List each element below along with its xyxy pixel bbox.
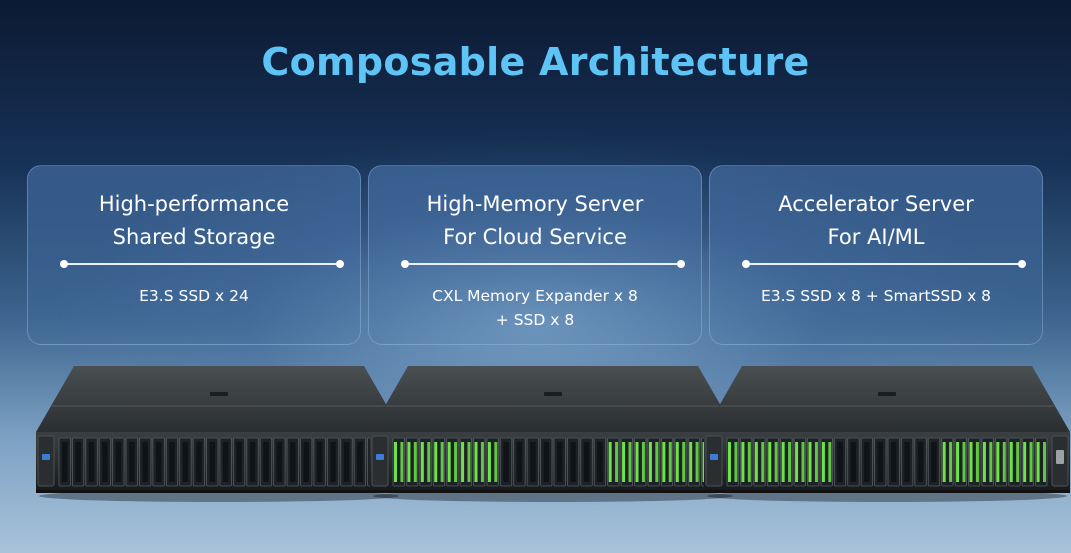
drive-bay-green-indicator <box>662 442 666 482</box>
server-illustration <box>370 366 736 502</box>
drive-bay-green-indicator <box>969 442 973 482</box>
chassis-top <box>36 366 402 432</box>
drive-bay-green-indicator <box>1036 442 1040 482</box>
slide-title: Composable Architecture <box>261 40 810 84</box>
card-title: High-Memory Server For Cloud Service <box>369 188 701 254</box>
card-desc-line: CXL Memory Expander x 8 <box>432 287 638 305</box>
card-title-line: For Cloud Service <box>443 225 627 249</box>
drive-bay-green-indicator <box>996 442 1000 482</box>
card-title: High-performance Shared Storage <box>28 188 360 254</box>
drive-bay-green-indicator <box>982 442 986 482</box>
drive-bay-green-indicator <box>447 442 451 482</box>
drive-bay-green-indicator <box>795 442 799 482</box>
drive-bay-green-indicator <box>956 442 960 482</box>
server-chassis-accelerator <box>702 362 1071 502</box>
drive-bay-green-indicator <box>1023 442 1027 482</box>
card-desc-line: + SSD x 8 <box>495 311 575 329</box>
card-title-line: Accelerator Server <box>778 192 974 216</box>
server-chassis-storage <box>34 362 404 502</box>
drive-bay-green-indicator <box>487 442 491 482</box>
card-title: Accelerator Server For AI/ML <box>710 188 1042 254</box>
card-title-line: For AI/ML <box>827 225 925 249</box>
card-divider <box>60 260 344 268</box>
drive-bay-green-indicator <box>420 442 424 482</box>
drive-bay-green-indicator <box>622 442 626 482</box>
drive-bay-green-indicator <box>689 442 693 482</box>
card-high-memory-server: High-Memory Server For Cloud Service CXL… <box>368 165 702 345</box>
card-desc-line: E3.S SSD x 8 + SmartSSD x 8 <box>760 287 992 305</box>
chassis-top <box>704 366 1070 432</box>
card-title-line: High-performance <box>98 192 290 216</box>
drive-bay-green-indicator <box>648 442 652 482</box>
drive-bay-green-indicator <box>434 442 438 482</box>
drive-bay-green-indicator <box>474 442 478 482</box>
drive-bay-green-indicator <box>675 442 679 482</box>
drive-bay-green-indicator <box>781 442 785 482</box>
card-accelerator-server: Accelerator Server For AI/ML E3.S SSD x … <box>709 165 1043 345</box>
drive-bay-green-indicator <box>394 442 397 482</box>
drive-bay-green-indicator <box>754 442 758 482</box>
drive-bay-green-indicator <box>407 442 411 482</box>
drive-bay-green-indicator <box>808 442 812 482</box>
drive-bay-green-indicator <box>1009 442 1013 482</box>
drive-bay-green-indicator <box>608 442 612 482</box>
card-title-line: Shared Storage <box>112 225 276 249</box>
chassis-top <box>370 366 736 432</box>
card-title-line: High-Memory Server <box>426 192 644 216</box>
drive-bay-green-indicator <box>728 442 731 482</box>
card-description: E3.S SSD x 24 <box>28 284 360 308</box>
drive-bay-green-indicator <box>461 442 465 482</box>
server-illustration <box>36 366 402 502</box>
card-divider <box>401 260 685 268</box>
card-shared-storage: High-performance Shared Storage E3.S SSD… <box>27 165 361 345</box>
card-desc-line: E3.S SSD x 24 <box>139 287 249 305</box>
drive-bay-green-indicator <box>821 442 825 482</box>
drive-bay-green-indicator <box>741 442 745 482</box>
drive-bay-green-indicator <box>635 442 639 482</box>
server-chassis-high-memory <box>368 362 738 502</box>
drive-bay-green-indicator <box>942 442 946 482</box>
server-illustration <box>704 366 1070 502</box>
drive-bay-green-indicator <box>768 442 772 482</box>
card-description: CXL Memory Expander x 8 + SSD x 8 <box>369 284 701 332</box>
card-description: E3.S SSD x 8 + SmartSSD x 8 <box>710 284 1042 308</box>
card-divider <box>742 260 1026 268</box>
